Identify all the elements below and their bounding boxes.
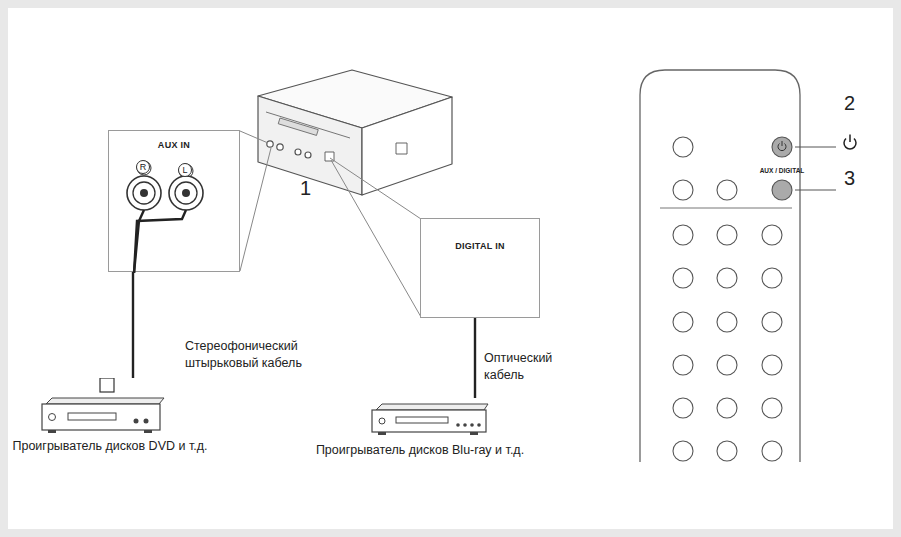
inset-box: DIGITAL IN bbox=[420, 218, 540, 318]
stereo-cable bbox=[133, 272, 134, 378]
power-symbol bbox=[844, 135, 856, 149]
callout-number: 1 bbox=[300, 177, 311, 199]
player-node: Проигрыватель дисков DVD и т.д. bbox=[10, 378, 210, 454]
cable-label: Оптический кабель bbox=[484, 350, 556, 384]
remote-button bbox=[762, 355, 782, 375]
remote-button bbox=[673, 312, 693, 332]
remote-button bbox=[673, 398, 693, 418]
remote-button bbox=[762, 441, 782, 461]
remote-button bbox=[762, 225, 782, 245]
remote-button bbox=[762, 268, 782, 288]
cable-label: Стереофонический штырьковый кабель bbox=[185, 338, 315, 372]
remote-button bbox=[673, 441, 693, 461]
remote-button bbox=[673, 225, 693, 245]
jack-label: AUX IN bbox=[109, 131, 239, 150]
remote-button bbox=[762, 312, 782, 332]
button-label: AUX / DIGITAL bbox=[760, 167, 805, 176]
player-image bbox=[40, 378, 210, 434]
optical-cable bbox=[475, 318, 476, 398]
rca-jacks bbox=[109, 131, 241, 273]
remote-button bbox=[717, 355, 737, 375]
player-image bbox=[370, 398, 540, 438]
remote-button bbox=[717, 398, 737, 418]
main-unit bbox=[258, 70, 452, 195]
remote-button bbox=[673, 268, 693, 288]
channel-mark: R bbox=[136, 160, 150, 174]
disc-player bbox=[40, 378, 165, 434]
player-node: Проигрыватель дисков Blu-ray и т.д. bbox=[300, 398, 540, 458]
player-caption: Проигрыватель дисков Blu-ray и т.д. bbox=[300, 442, 540, 458]
remote-button bbox=[717, 268, 737, 288]
disc-player bbox=[370, 398, 490, 438]
remote-control bbox=[640, 70, 856, 470]
remote-button bbox=[717, 441, 737, 461]
remote-button bbox=[762, 398, 782, 418]
channel-mark: L bbox=[178, 163, 192, 177]
callout-number: 2 bbox=[844, 92, 855, 114]
panel: AUX IN DIGITAL IN Проигрыватель дисков DVD… bbox=[8, 8, 893, 529]
leader-lines bbox=[240, 131, 421, 317]
remote-button bbox=[717, 225, 737, 245]
callout-number: 3 bbox=[844, 167, 855, 189]
inset-box: AUX IN bbox=[108, 130, 240, 272]
remote-button bbox=[673, 355, 693, 375]
remote-button bbox=[717, 312, 737, 332]
jack-label: DIGITAL IN bbox=[421, 219, 539, 251]
player-caption: Проигрыватель дисков DVD и т.д. bbox=[10, 438, 210, 454]
aux-digital-button bbox=[772, 180, 792, 200]
power-button bbox=[772, 137, 792, 157]
